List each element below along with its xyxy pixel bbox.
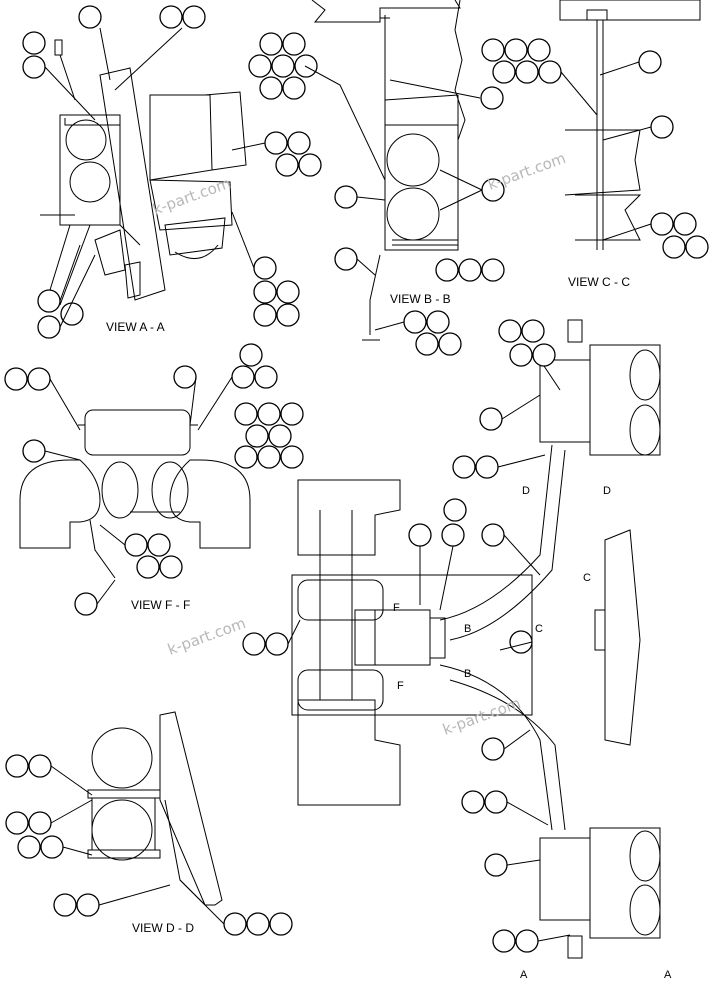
- view-b-b-label: VIEW B - B: [390, 292, 451, 306]
- callouts-f-f: [4, 343, 304, 616]
- section-marker-f-top: F: [393, 602, 400, 614]
- callouts-main: [242, 319, 571, 953]
- section-marker-a-right: A: [664, 969, 672, 981]
- section-marker-d-right: D: [603, 485, 611, 497]
- view-d-d: VIEW D - D: [5, 711, 293, 936]
- section-marker-c-top: C: [583, 572, 591, 584]
- callouts-d-d: [5, 754, 293, 936]
- view-a-a: VIEW A - A: [22, 5, 322, 339]
- callouts-b-b: [248, 32, 505, 356]
- view-f-f-label: VIEW F - F: [131, 598, 190, 612]
- watermark: k-part.com: [440, 694, 523, 739]
- section-marker-d-left: D: [522, 485, 530, 497]
- section-marker-f-bottom: F: [397, 680, 404, 692]
- section-marker-b-bottom: B: [464, 668, 471, 680]
- watermark: k-part.com: [485, 149, 568, 194]
- callouts-c-c: [481, 38, 709, 259]
- view-f-f: VIEW F - F: [4, 343, 304, 616]
- view-b-b: VIEW B - B: [248, 0, 505, 356]
- section-marker-a-left: A: [520, 969, 528, 981]
- view-d-d-label: VIEW D - D: [132, 921, 194, 935]
- main-assembly: D D C C B B F F A A: [242, 319, 672, 981]
- section-marker-c-bottom: C: [535, 623, 543, 635]
- callouts-a-a: [22, 5, 322, 339]
- watermark: k-part.com: [165, 614, 248, 659]
- view-a-a-label: VIEW A - A: [106, 320, 165, 334]
- view-c-c: VIEW C - C: [481, 0, 709, 289]
- section-marker-b-top: B: [464, 623, 471, 635]
- view-c-c-label: VIEW C - C: [568, 275, 630, 289]
